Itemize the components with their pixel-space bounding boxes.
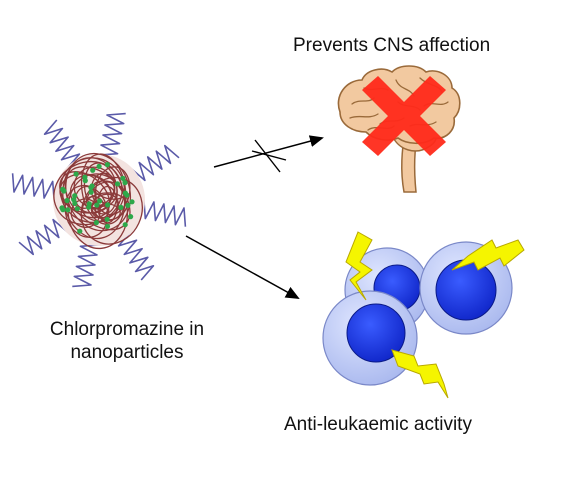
drug-dot — [122, 180, 128, 186]
leukaemia-cell-icon — [322, 241, 513, 386]
cell-right — [419, 241, 513, 335]
nanoparticle-icon — [11, 112, 187, 288]
drug-label: Chlorpromazine in nanoparticles — [24, 318, 230, 364]
drug-dot — [97, 198, 103, 204]
polymer-strand — [90, 201, 110, 219]
drug-dot — [93, 220, 99, 226]
drug-dot — [64, 197, 70, 204]
drug-dot — [128, 214, 134, 220]
lightning-bolt-icon — [345, 231, 525, 399]
drug-dot — [114, 181, 121, 187]
lightning-bolt-right — [451, 239, 525, 271]
cns-effect-label: Prevents CNS affection — [293, 35, 491, 56]
drug-dot — [94, 202, 100, 208]
drug-dot — [74, 206, 80, 212]
peg-chain — [18, 218, 68, 256]
drug-dot — [118, 204, 124, 210]
drug-dot — [104, 223, 111, 229]
drug-dot — [105, 202, 111, 208]
peg-chain — [130, 144, 180, 182]
drug-dot — [73, 171, 79, 177]
drug-dot — [72, 193, 78, 199]
peg-chain — [43, 119, 81, 169]
drug-dot — [65, 207, 71, 213]
peg-chain — [11, 173, 55, 201]
cell-bottom — [322, 290, 418, 386]
drug-dot — [104, 162, 110, 168]
drug-dot — [122, 190, 128, 196]
polymer-strand — [80, 176, 143, 245]
drug-dot — [60, 186, 66, 192]
drug-dot — [59, 205, 65, 211]
drug-dot — [71, 197, 77, 203]
red-cross-icon — [362, 76, 446, 156]
drug-dot — [90, 167, 96, 173]
drug-label-line1: Chlorpromazine in — [49, 319, 205, 340]
polymer-strand — [94, 166, 131, 216]
arrow-icon — [185, 235, 300, 299]
peg-chain — [72, 244, 100, 288]
lightning-bolt-bottom — [391, 349, 449, 399]
drug-label-line2: nanoparticles — [70, 342, 184, 363]
drug-dot — [89, 183, 95, 189]
peg-chain — [143, 199, 187, 227]
drug-dot — [120, 175, 126, 181]
drug-dot — [104, 216, 110, 222]
drug-dot — [82, 178, 88, 184]
peg-chain — [98, 112, 126, 156]
leukaemia-effect-label: Anti-leukaemic activity — [284, 414, 472, 435]
drug-dot — [88, 189, 94, 195]
polymer-strand — [69, 174, 112, 214]
drug-dot — [86, 201, 92, 207]
drug-dot — [122, 222, 128, 228]
blocked-arrow-icon — [213, 135, 324, 173]
polymer-strand — [80, 153, 127, 225]
drug-dot — [125, 202, 131, 208]
polymer-strand — [67, 173, 129, 250]
peg-chain — [117, 231, 155, 281]
lightning-bolt-top — [345, 231, 373, 301]
drug-dot — [96, 163, 102, 169]
drug-dot — [129, 199, 135, 205]
drug-dot — [77, 228, 83, 234]
